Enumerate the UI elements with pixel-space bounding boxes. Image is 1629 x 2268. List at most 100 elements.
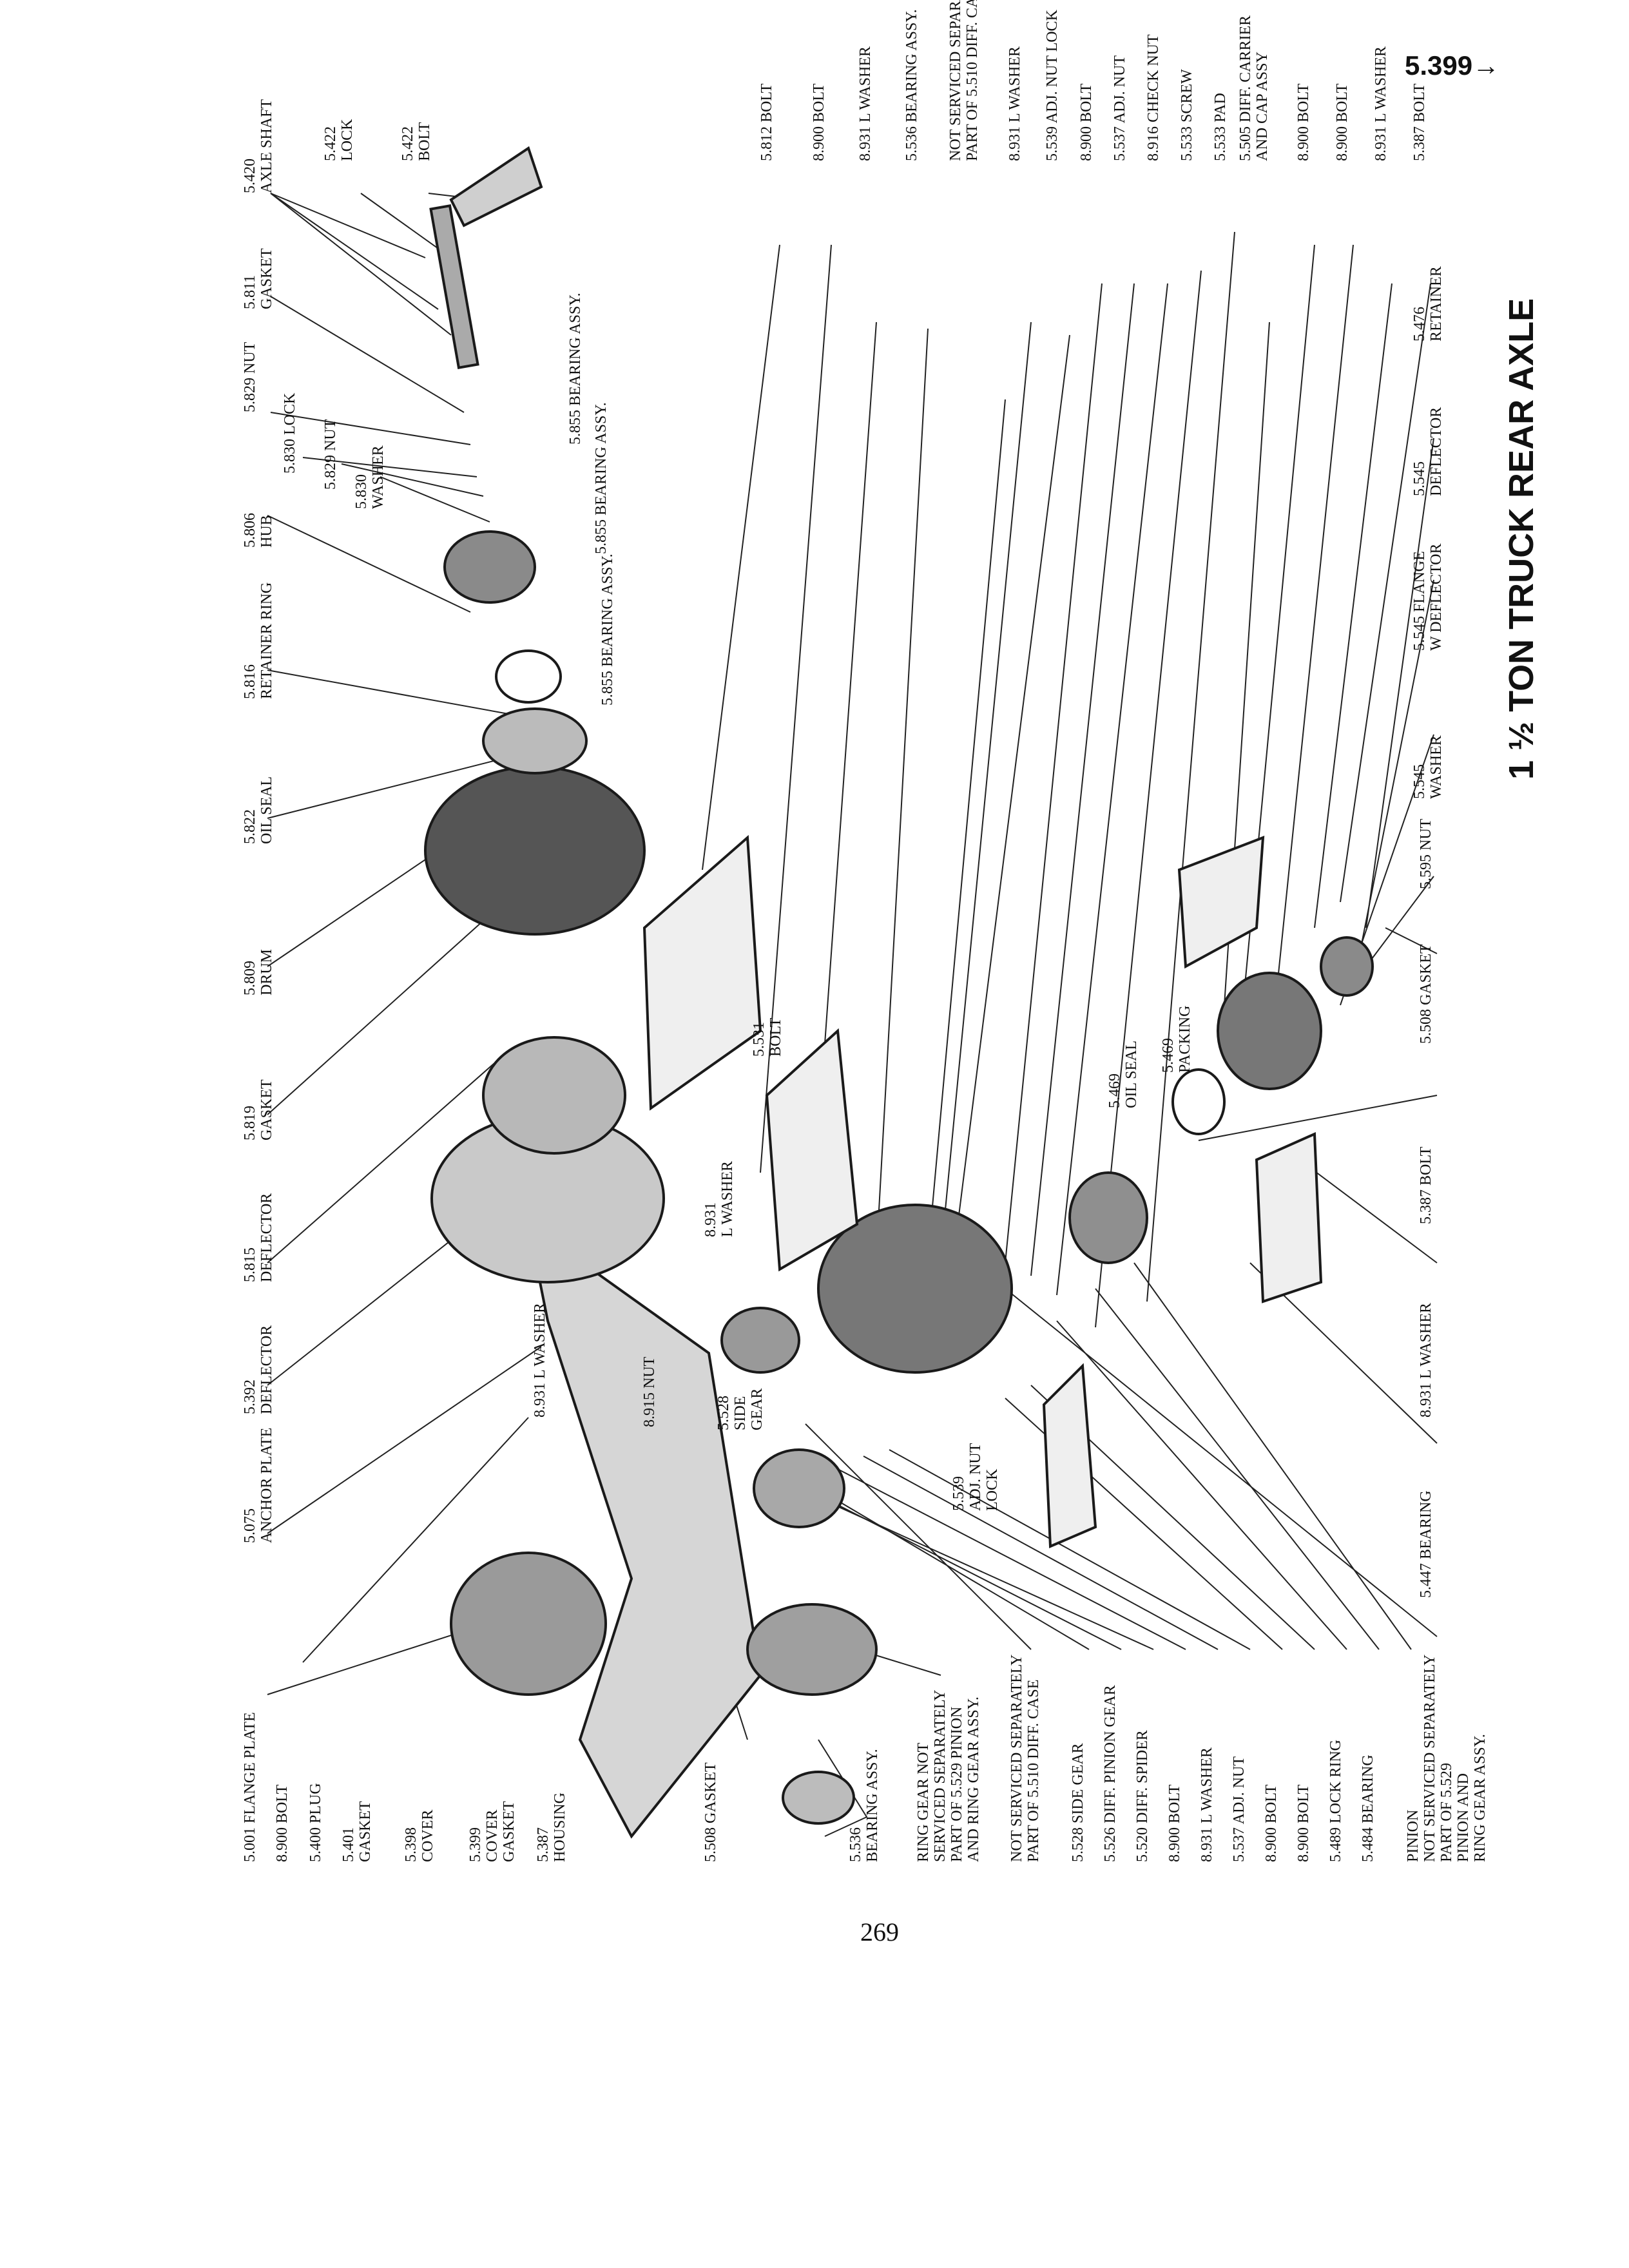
label-pinion-note: PINIONNOT SERVICED SEPARATELYPART OF 5.5… (1405, 1655, 1489, 1862)
label-lock-ring: 5.489 LOCK RING (1327, 1740, 1344, 1862)
retainer-shape (1217, 972, 1322, 1090)
label-bearing-5484: 5.484 BEARING (1360, 1754, 1376, 1862)
label-l-washer-8931-b: 8.931 L WASHER (857, 46, 874, 161)
label-l-washer-8931-e: 8.931 L WASHER (1418, 1303, 1434, 1418)
label-packing-5469: 5.469PACKING (1160, 1006, 1193, 1073)
label-l-washer-8931-d: 8.931 L WASHER (1373, 46, 1389, 161)
label-flange-5545: 5.545 FLANGEW DEFLECTOR (1411, 544, 1445, 651)
label-housing: 5.387HOUSING (535, 1792, 568, 1862)
axle-shaft-shape (429, 204, 479, 370)
label-hub: 5.806HUB (242, 513, 275, 548)
label-nut-5829-a: 5.829 NUT (242, 341, 258, 412)
bolt-group-d (1255, 1131, 1323, 1303)
pinion-bearing-shape (782, 1771, 855, 1825)
label-plug: 5.400 PLUG (307, 1783, 324, 1862)
label-bearing-5855-c: 5.855 BEARING ASSY. (599, 553, 616, 706)
label-bolt-8900-h: 8.900 BOLT (1334, 83, 1351, 161)
label-bolt-8900-e: 8.900 BOLT (811, 83, 827, 161)
flange-shape (1320, 936, 1374, 997)
label-side-gear-5528-a: 5.528 SIDE GEAR (1070, 1743, 1086, 1862)
label-l-washer-8931-f: 8.931L WASHER (702, 1161, 736, 1237)
side-gear-shape (720, 1307, 800, 1374)
label-cover: 5.398COVER (403, 1810, 436, 1862)
callout-labels: 5.001 FLANGE PLATE 8.900 BOLT 5.400 PLUG 5.… (242, 0, 1489, 1862)
label-diff-case-note-a: NOT SERVICED SEPARATELYPART OF 5.510 DIF… (1008, 1655, 1042, 1862)
label-anchor-plate: 5.075ANCHOR PLATE (242, 1428, 275, 1543)
pinion-assembly-shape (1068, 1171, 1148, 1264)
page-number-bottom: 269 (860, 1917, 899, 1946)
label-adj-nut-5537-b: 5.537 ADJ. NUT (1112, 55, 1128, 161)
drum-shape (424, 765, 646, 936)
label-screw-5533: 5.533 SCREW (1179, 69, 1195, 161)
label-nut-8915: 8.915 NUT (641, 1356, 658, 1427)
label-deflector-5545: 5.545DEFLECTOR (1411, 407, 1445, 496)
bolt-group-a (642, 834, 762, 1111)
carrier-shape (817, 1204, 1013, 1374)
label-bearing-assy-5536-b: 5.536 BEARING ASSY. (903, 9, 920, 161)
label-retainer-ring: 5.816RETAINER RING (242, 582, 275, 699)
housing-tube (526, 1221, 762, 1839)
label-diff-case-note-b: NOT SERVICED SEPARATELYPART OF 5.510 DIF… (947, 0, 981, 161)
label-adj-nut-5537-a: 5.537 ADJ. NUT (1231, 1756, 1248, 1862)
label-bolt-8900-c: 8.900 BOLT (1263, 1784, 1280, 1862)
label-bolt-5387-a: 5.387 BOLT (1411, 83, 1428, 161)
label-adj-nut-lock-5539-a: 5.539 ADJ. NUT LOCK (1044, 9, 1061, 161)
page-number-top: 5.399→ (1405, 50, 1500, 81)
label-washer-5830: 5.830WASHER (353, 445, 387, 509)
label-bolt-5812: 5.812 BOLT (758, 83, 775, 161)
label-cover-gasket: 5.399COVERGASKET (467, 1801, 517, 1862)
label-bolt-5387-b: 5.387 BOLT (1418, 1146, 1434, 1224)
label-gasket-5819: 5.819GASKET (242, 1079, 275, 1140)
label-gasket-5508-a: 5.508 GASKET (702, 1762, 719, 1862)
cover-shape (450, 1552, 607, 1696)
label-bolt-5422: 5.422BOLT (400, 122, 433, 161)
hub-shape (443, 530, 536, 604)
axle-parts (424, 146, 1374, 1839)
label-l-washer-8931-a: 8.931 L WASHER (1199, 1747, 1215, 1862)
label-deflector-5392: 5.392DEFLECTOR (242, 1325, 275, 1414)
label-l-washer-8931-c: 8.931 L WASHER (1007, 46, 1023, 161)
label-adj-nut-lock-5539-b: 5.539ADJ. NUTLOCK (950, 1443, 1001, 1511)
label-pad-5533: 5.533 PAD (1212, 93, 1229, 161)
label-bolt-8900-a: 8.900 BOLT (274, 1784, 291, 1862)
label-bolt-8900-d: 8.900 BOLT (1295, 1784, 1312, 1862)
label-bearing-assy-5536-a: 5.536BEARING ASSY. (847, 1749, 881, 1862)
diff-case-shape (753, 1448, 845, 1528)
bolt-group-e (1042, 1363, 1097, 1548)
label-deflector-5815: 5.815DEFLECTOR (242, 1193, 275, 1282)
label-bolt-5531: 5.531BOLT (751, 1017, 784, 1057)
title-text: 1 ½ TON TRUCK REAR AXLE (1502, 298, 1541, 780)
label-bearing-5447: 5.447 BEARING (1418, 1490, 1434, 1598)
label-gasket-5811: 5.811GASKET (242, 248, 275, 309)
bolt-group-b (765, 1028, 859, 1272)
label-nut-5595: 5.595 NUT (1418, 818, 1434, 889)
label-ring-gear-note: RING GEAR NOTSERVICED SEPARATELYPART OF … (915, 1690, 982, 1863)
label-diff-pinion-gear: 5.526 DIFF. PINION GEAR (1102, 1685, 1119, 1862)
label-drum: 5.809DRUM (242, 949, 275, 995)
label-diff-spider: 5.520 DIFF. SPIDER (1134, 1730, 1151, 1862)
label-oil-seal-5822: 5.822OIL SEAL (242, 776, 275, 844)
label-gasket-5401: 5.401GASKET (340, 1801, 374, 1862)
label-gasket-5508-b: 5.508 GASKET (1418, 944, 1434, 1044)
gasket-ring-shape (1171, 1068, 1226, 1135)
label-bolt-8900-g: 8.900 BOLT (1295, 83, 1312, 161)
oil-seal-ring (482, 707, 588, 774)
label-flange-plate: 5.001 FLANGE PLATE (242, 1712, 258, 1862)
anchor-plate-shape (482, 1036, 626, 1155)
label-lock-5422: 5.422LOCK (322, 119, 356, 161)
label-bolt-8900-b: 8.900 BOLT (1166, 1784, 1183, 1862)
label-oil-seal-5469: 5.469OIL SEAL (1106, 1041, 1140, 1108)
ring-gear-shape (746, 1603, 878, 1696)
label-retainer-5476: 5.476RETAINER (1411, 266, 1445, 341)
retainer-ring-shape (495, 649, 562, 704)
label-bearing-5855-a: 5.855 BEARING ASSY. (567, 293, 584, 445)
label-side-gear-5528-b: 5.528SIDEGEAR (715, 1389, 766, 1430)
label-washer-5545: 5.545WASHER (1411, 735, 1445, 799)
label-axle-shaft: 5.420AXLE SHAFT (242, 99, 275, 193)
label-diff-carrier: 5.505 DIFF. CARRIERAND CAP ASSY (1237, 15, 1271, 161)
label-check-nut: 8.916 CHECK NUT (1145, 34, 1162, 161)
bolt-group-c (1177, 836, 1265, 969)
label-lock-5830: 5.830 LOCK (282, 392, 298, 474)
label-nut-5829-b: 5.829 NUT (322, 419, 339, 490)
